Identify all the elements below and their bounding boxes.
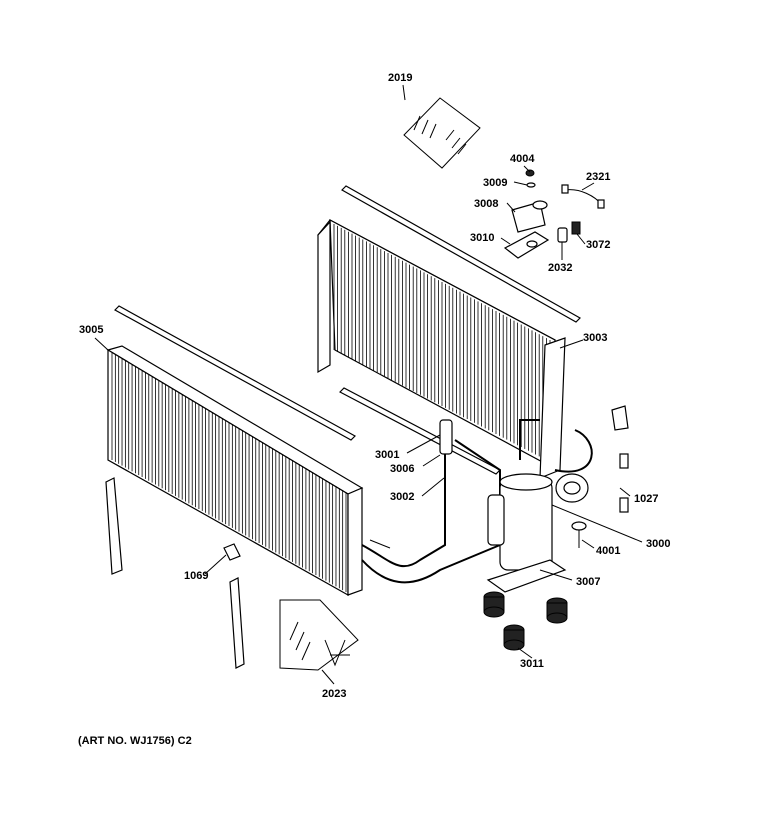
label-3010: 3010 [470, 232, 494, 244]
label-4001: 4001 [596, 545, 620, 557]
gasket-3010 [503, 231, 550, 259]
nut-4004 [525, 169, 535, 177]
label-1027: 1027 [634, 493, 658, 505]
side-strip-bottom [229, 577, 245, 669]
capacitor-2032 [557, 227, 568, 243]
grommet-2 [546, 597, 568, 624]
clip-2321 [561, 184, 605, 209]
label-2019: 2019 [388, 72, 412, 84]
label-3001: 3001 [375, 449, 399, 461]
label-2032: 2032 [548, 262, 572, 274]
rear-top-strip [341, 185, 581, 323]
clamp-1027 [611, 405, 629, 513]
compressor-base [486, 559, 567, 593]
label-2321: 2321 [586, 171, 610, 183]
side-strip-left [105, 477, 123, 575]
washer-3009 [526, 182, 536, 188]
parts-kit-2019 [403, 97, 481, 169]
clip-1069 [223, 543, 241, 561]
grommet-3 [503, 624, 525, 651]
art-number-caption: (ART NO. WJ1756) C2 [78, 735, 192, 747]
label-2023: 2023 [322, 688, 346, 700]
screw-4001 [571, 521, 587, 548]
rear-coil-fins [333, 224, 551, 462]
label-3006: 3006 [390, 463, 414, 475]
label-3005: 3005 [79, 324, 103, 336]
front-evaporator-coil [106, 345, 364, 597]
label-3011: 3011 [520, 658, 544, 670]
label-3003: 3003 [583, 332, 607, 344]
compressor [487, 473, 589, 571]
leader-lines [94, 84, 643, 685]
overload-3008 [511, 200, 548, 233]
label-3008: 3008 [474, 198, 498, 210]
label-3007: 3007 [576, 576, 600, 588]
rear-condenser-coil [317, 218, 566, 479]
drier-3001 [439, 419, 453, 455]
front-coil-fins [111, 352, 347, 592]
label-3000: 3000 [646, 538, 670, 550]
parts-kit-2023 [279, 599, 359, 671]
label-3002: 3002 [390, 491, 414, 503]
relay-3072 [571, 221, 581, 235]
part-labels: 2019 4004 3009 2321 3008 3010 3072 2032 … [79, 72, 670, 700]
grommet-1 [483, 591, 505, 618]
front-top-strip [114, 305, 356, 441]
label-3009: 3009 [483, 177, 507, 189]
label-3072: 3072 [586, 239, 610, 251]
label-4004: 4004 [510, 153, 535, 165]
label-1069: 1069 [184, 570, 208, 582]
